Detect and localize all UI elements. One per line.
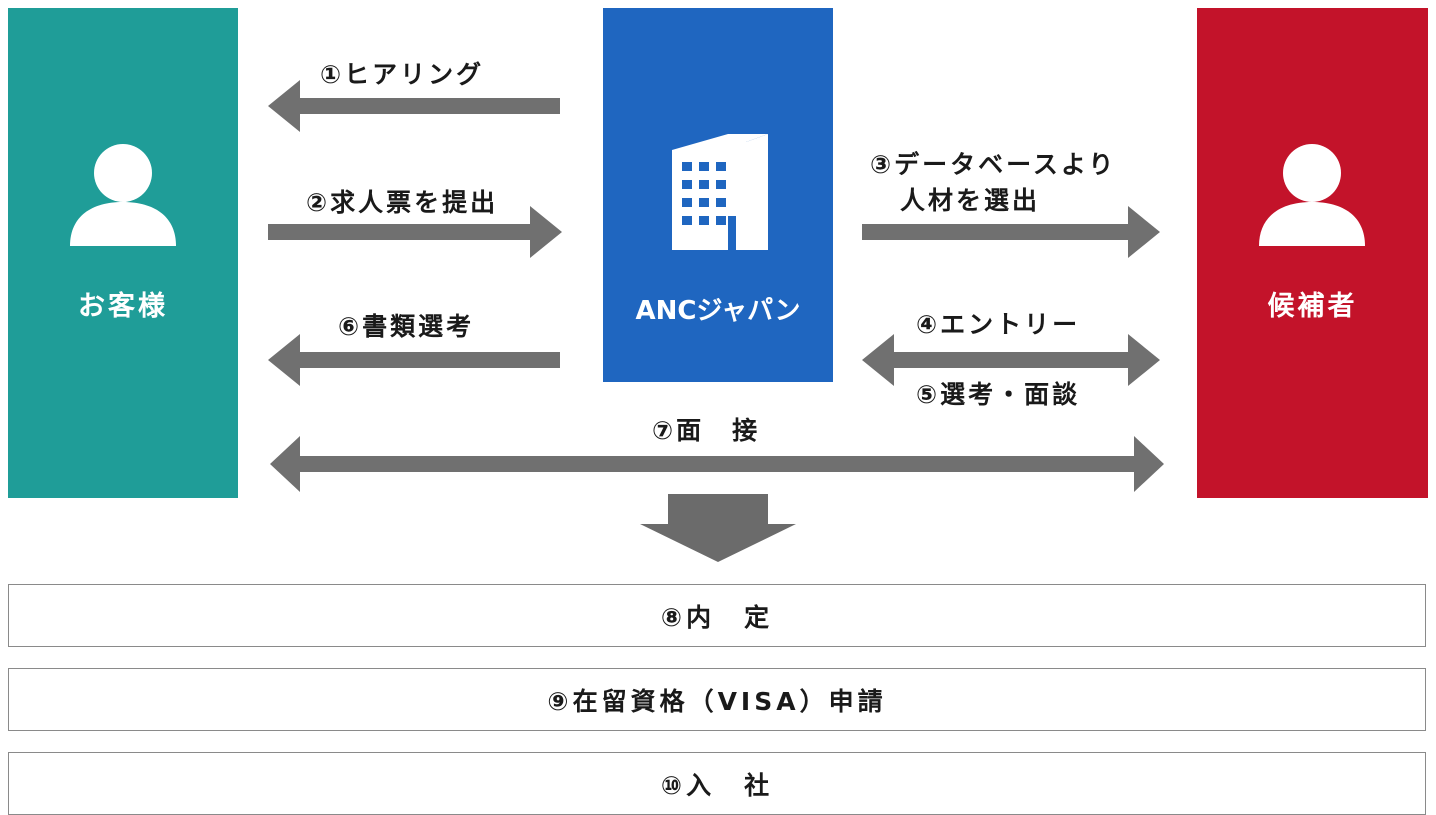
- stage-9-label: ⑨在留資格（VISA）申請: [547, 686, 887, 716]
- anc-japan-label: ANCジャパン: [635, 296, 801, 326]
- step-5-selection-interview-label: ⑤選考・面談: [916, 380, 1081, 409]
- step-6-arrow: [268, 334, 560, 386]
- stage-8-label: ⑧内 定: [660, 602, 774, 632]
- stage-8-job-offer: ⑧内 定: [8, 584, 1426, 647]
- step-7-double-arrow: [270, 436, 1164, 492]
- stage-10-joining-company: ⑩入 社: [8, 752, 1426, 815]
- down-arrow: [640, 494, 796, 562]
- step-7-interview-label: ⑦面 接: [652, 416, 761, 445]
- customer-box: お客様: [8, 8, 238, 498]
- step-3-arrow: [862, 206, 1160, 258]
- step-1-arrow: [268, 80, 560, 132]
- stage-9-visa-application: ⑨在留資格（VISA）申請: [8, 668, 1426, 731]
- step-6-document-screening-label: ⑥書類選考: [338, 312, 475, 341]
- customer-label: お客様: [78, 291, 168, 322]
- step-1-hearing-label: ①ヒアリング: [320, 60, 485, 89]
- step-3-database-label-line2: 人材を選出: [900, 186, 1041, 215]
- stage-10-label: ⑩入 社: [660, 770, 774, 800]
- building-icon: [672, 134, 768, 250]
- candidate-box: 候補者: [1197, 8, 1428, 498]
- person-icon: [70, 144, 176, 246]
- step-2-arrow: [268, 206, 562, 258]
- step-2-job-posting-label: ②求人票を提出: [306, 188, 499, 217]
- step-4-5-double-arrow: [862, 334, 1160, 386]
- step-3-database-label-line1: ③データベースより: [870, 150, 1117, 179]
- person-icon: [1259, 144, 1365, 246]
- candidate-label: 候補者: [1267, 291, 1358, 322]
- step-4-entry-label: ④エントリー: [916, 310, 1081, 339]
- anc-japan-box: ANCジャパン: [603, 8, 833, 382]
